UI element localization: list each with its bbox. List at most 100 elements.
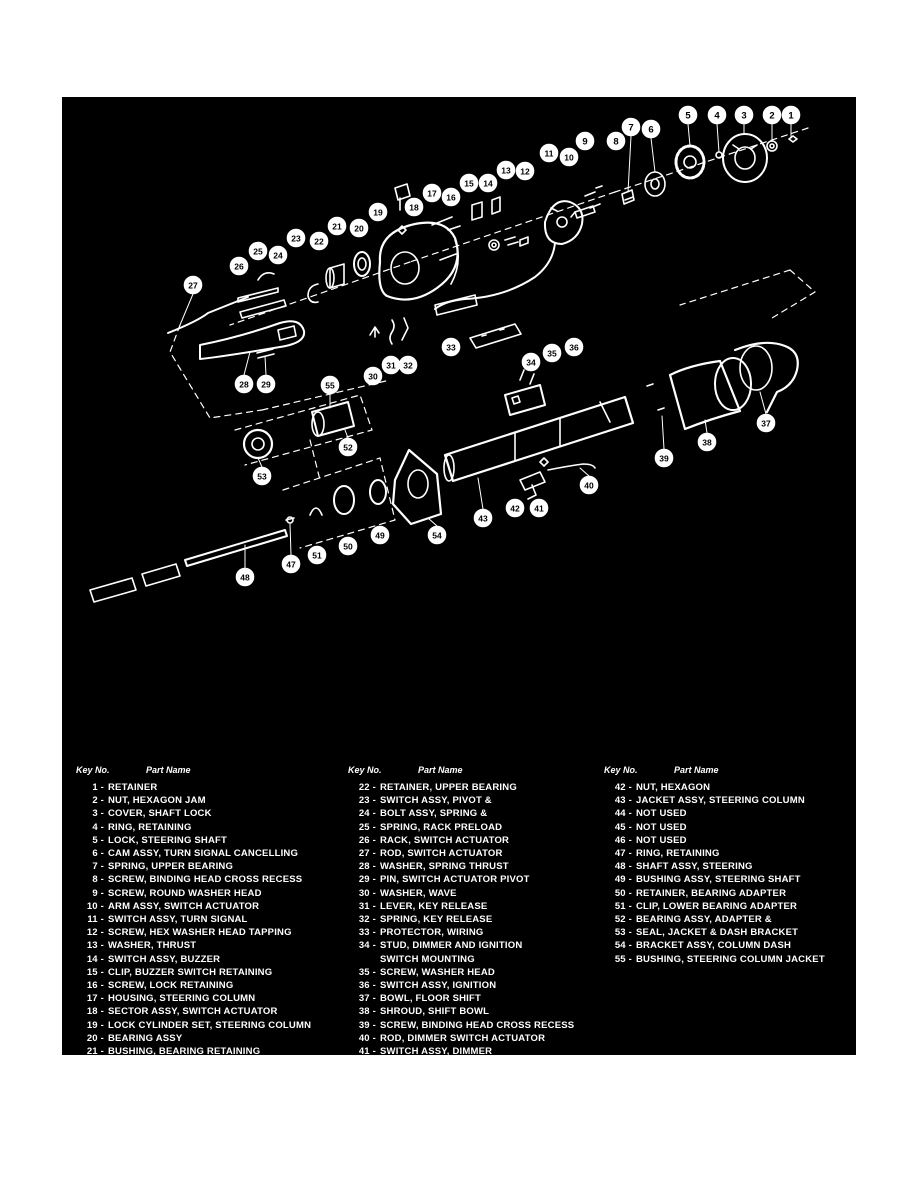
part-name: RETAINER, UPPER BEARING [380, 782, 517, 793]
key-number: 19 - [86, 1019, 104, 1031]
callout-33: 33 [441, 337, 461, 357]
callout-11: 11 [539, 143, 559, 163]
callout-circle [252, 466, 272, 486]
callout-number: 7 [628, 122, 633, 133]
key-number: 38 - [358, 1006, 376, 1018]
legend-row: 27 -ROD, SWITCH ACTUATOR [348, 847, 574, 860]
part-name: CAM ASSY, TURN SIGNAL CANCELLING [108, 848, 299, 860]
callout-number: 38 [702, 437, 712, 447]
key-number: 53 - [614, 927, 632, 939]
callout-number: 29 [261, 379, 271, 389]
part-name: SEAL, JACKET & DASH BRACKET [636, 927, 799, 939]
key-number: 24 - [358, 808, 376, 820]
legend-row: 11 -SWITCH ASSY, TURN SIGNAL [76, 913, 311, 926]
callout-16: 16 [441, 187, 461, 207]
callout-circle [621, 117, 641, 137]
part-name: WASHER, WAVE [380, 887, 457, 899]
turn-signal-switch [434, 185, 603, 316]
legend-row: 23 -SWITCH ASSY, PIVOT & [348, 794, 574, 807]
callout-29: 29 [256, 374, 276, 394]
part-name: BUSHING, STEERING COLUMN JACKET [636, 953, 825, 965]
callout-circle [697, 432, 717, 452]
part-name: HOUSING, STEERING COLUMN [108, 993, 256, 1005]
key-number: 45 - [614, 821, 632, 833]
callout-number: 39 [659, 453, 669, 463]
callout-26: 26 [229, 256, 249, 276]
part-name: LOCK, STEERING SHAFT [108, 834, 228, 846]
callout-number: 12 [520, 166, 530, 176]
part-name: LEVER, KEY RELEASE [380, 900, 488, 912]
key-number: 32 - [358, 914, 376, 926]
callout-1: 1 [781, 105, 801, 125]
seal-and-bearing-adapter [242, 401, 387, 516]
legend-row: 6 -CAM ASSY, TURN SIGNAL CANCELLING [76, 847, 311, 860]
legend-row: 12 -SCREW, HEX WASHER HEAD TAPPING [76, 926, 311, 939]
part-name: SPRING, RACK PRELOAD [380, 821, 503, 833]
key-number: 43 - [614, 795, 632, 807]
callout-leader-lines [179, 123, 792, 569]
key-number: 21 - [86, 1046, 104, 1055]
part-name: BRACKET ASSY, COLUMN DASH [636, 940, 792, 952]
callout-number: 4 [714, 110, 720, 121]
legend-row: 30 -WASHER, WAVE [348, 887, 574, 900]
callout-19: 19 [368, 202, 388, 222]
callout-circle [756, 413, 776, 433]
callout-13: 13 [496, 160, 516, 180]
key-number: 14 - [86, 953, 104, 965]
callout-circle [327, 216, 347, 236]
callout-number: 24 [273, 250, 283, 260]
key-number: 7 - [92, 861, 104, 873]
part-name: BUSHING, BEARING RETAINING [108, 1046, 261, 1055]
bearing-and-retainer [307, 251, 371, 304]
callout-circle [542, 343, 562, 363]
callout-30: 30 [363, 366, 383, 386]
key-number: 36 - [358, 980, 376, 992]
callout-3: 3 [734, 105, 754, 125]
callout-number: 21 [332, 221, 342, 231]
legend-row: 7 -SPRING, UPPER BEARING [76, 860, 311, 873]
callout-47: 47 [281, 554, 301, 574]
legend-row: 8 -SCREW, BINDING HEAD CROSS RECESS [76, 873, 311, 886]
callout-7: 7 [621, 117, 641, 137]
part-name: JACKET ASSY, STEERING COLUMN [636, 795, 805, 807]
part-name: WASHER, THRUST [108, 940, 197, 952]
part-name: SWITCH ASSY, BUZZER [108, 953, 221, 965]
legend-row: 49 -BUSHING ASSY, STEERING SHAFT [604, 873, 825, 886]
part-name: COVER, SHAFT LOCK [108, 808, 212, 820]
callout-number: 23 [291, 233, 301, 243]
callout-number: 49 [375, 530, 385, 540]
callout-52: 52 [338, 437, 358, 457]
callout-32: 32 [398, 355, 418, 375]
callout-circle [422, 183, 442, 203]
callout-21: 21 [327, 216, 347, 236]
legend-row: 26 -RACK, SWITCH ACTUATOR [348, 834, 574, 847]
callout-6: 6 [641, 119, 661, 139]
legend-row: 41 -SWITCH ASSY, DIMMER [348, 1045, 574, 1055]
callout-circle [229, 256, 249, 276]
key-number: 41 - [358, 1046, 376, 1055]
key-no-header: Key No. [604, 765, 638, 775]
callout-50: 50 [338, 536, 358, 556]
callout-circle [734, 105, 754, 125]
part-name: WASHER, SPRING THRUST [380, 861, 509, 873]
part-name: SPRING, KEY RELEASE [380, 914, 493, 926]
steering-column-jacket [443, 395, 635, 483]
part-name: BEARING ASSY [108, 1032, 183, 1044]
callout-number: 41 [534, 503, 544, 513]
legend-row: 37 -BOWL, FLOOR SHIFT [348, 992, 574, 1005]
part-name: SCREW, BINDING HEAD CROSS RECESS [108, 874, 303, 886]
callout-circle [781, 105, 801, 125]
part-name: NOT USED [636, 808, 687, 820]
callout-circle [641, 119, 661, 139]
key-number: 48 - [614, 861, 632, 873]
callout-circle [234, 374, 254, 394]
key-number: 34 - [358, 940, 376, 952]
key-number: 13 - [86, 940, 104, 952]
legend-row: 16 -SCREW, LOCK RETAINING [76, 979, 311, 992]
legend-row: 38 -SHROUD, SHIFT BOWL [348, 1005, 574, 1018]
callout-41: 41 [529, 498, 549, 518]
callout-circle [268, 245, 288, 265]
